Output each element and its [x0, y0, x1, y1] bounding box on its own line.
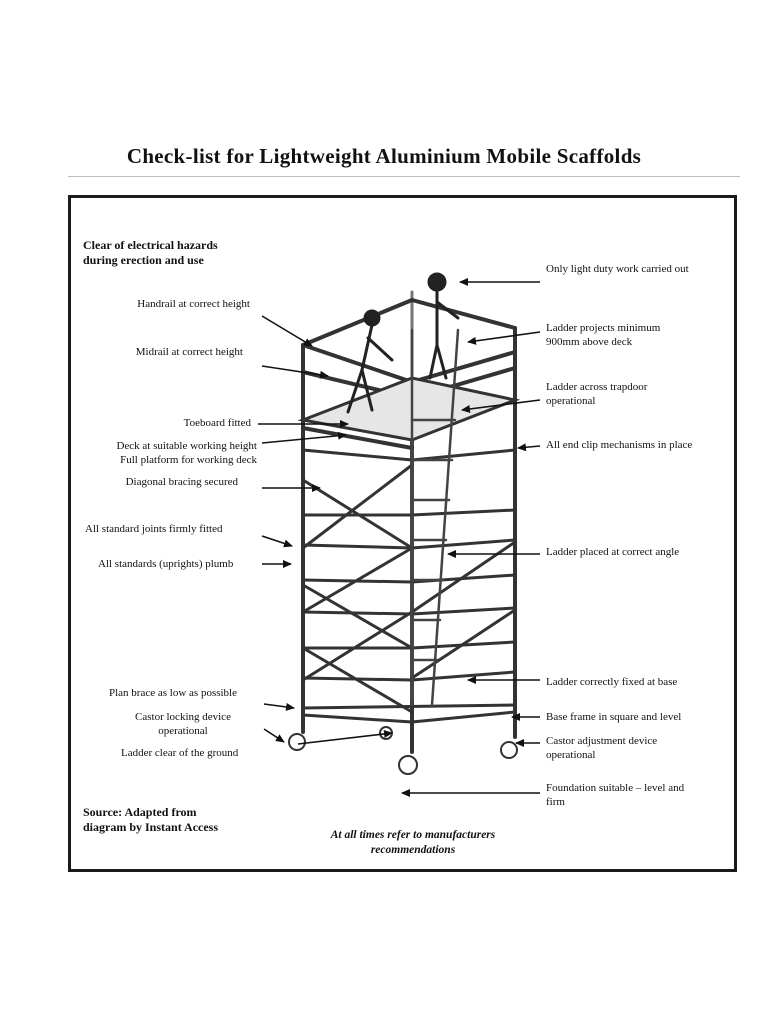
arrow-plan-brace: [263, 702, 295, 711]
label-castor-adjustment: Castor adjustment device operational: [546, 735, 658, 761]
arrow-ladder-projects: [467, 331, 541, 345]
label-light-duty: Only light duty work carried out: [546, 263, 689, 275]
label-ladder-clear: Ladder clear of the ground: [121, 747, 239, 759]
arrow-castor-lock: [263, 728, 285, 743]
arrow-trapdoor: [461, 399, 541, 413]
title-rule: [68, 176, 740, 177]
arrow-handrail: [261, 315, 313, 347]
label-plan-brace: Plan brace as low as possible: [109, 687, 237, 699]
label-electrical-hazards: Clear of electrical hazards during erect…: [83, 238, 218, 267]
handrail-front-lower: [301, 343, 414, 384]
label-base-frame: Base frame in square and level: [546, 711, 682, 723]
access-ladder: [410, 328, 460, 707]
label-handrail: Handrail at correct height: [137, 298, 250, 310]
annotation-arrows: [258, 278, 541, 797]
worker-figures: [346, 272, 460, 414]
castor-wheels: [288, 726, 518, 775]
label-midrail: Midrail at correct height: [135, 346, 243, 358]
arrow-midrail: [261, 365, 329, 379]
diagram-frame: [68, 195, 737, 872]
label-trapdoor: Ladder across trapdoor operational: [546, 381, 648, 407]
plan-brace: [301, 703, 517, 710]
label-toeboard: Toeboard fitted: [183, 417, 251, 429]
source-credit: Source: Adapted from diagram by Instant …: [83, 805, 219, 834]
footer-note: At all times refer to manufacturers reco…: [330, 829, 496, 856]
label-deck: Deck at suitable working height Full pla…: [116, 440, 257, 466]
handrail-side: [410, 298, 517, 330]
label-ladder-angle: Ladder placed at correct angle: [546, 546, 680, 558]
arrow-ladder-ground: [297, 729, 393, 745]
castor-wheel: [288, 733, 306, 751]
label-standards-plumb: All standards (uprights) plumb: [98, 558, 234, 570]
castor-wheel: [500, 741, 518, 759]
label-foundation: Foundation suitable – level and firm: [546, 782, 685, 808]
arrow-end-clip: [517, 443, 541, 452]
handrail-front: [301, 298, 414, 347]
label-standard-joints: All standard joints firmly fitted: [85, 523, 223, 535]
arrow-joints: [261, 535, 293, 548]
toeboard: [301, 426, 414, 450]
scaffold-tower-illustration: [288, 272, 521, 775]
castor-wheel: [398, 755, 418, 775]
working-deck: [297, 376, 521, 442]
label-ladder-projects: Ladder projects minimum 900mm above deck: [546, 322, 661, 348]
base-frame: [301, 713, 414, 724]
page-title: Check-list for Lightweight Aluminium Mob…: [126, 144, 642, 168]
arrow-deck: [261, 431, 347, 444]
label-diagonal-bracing: Diagonal bracing secured: [125, 476, 238, 488]
label-end-clip: All end clip mechanisms in place: [546, 439, 693, 451]
label-ladder-base: Ladder correctly fixed at base: [546, 676, 678, 688]
label-castor-locking: Castor locking device operational: [135, 711, 231, 737]
